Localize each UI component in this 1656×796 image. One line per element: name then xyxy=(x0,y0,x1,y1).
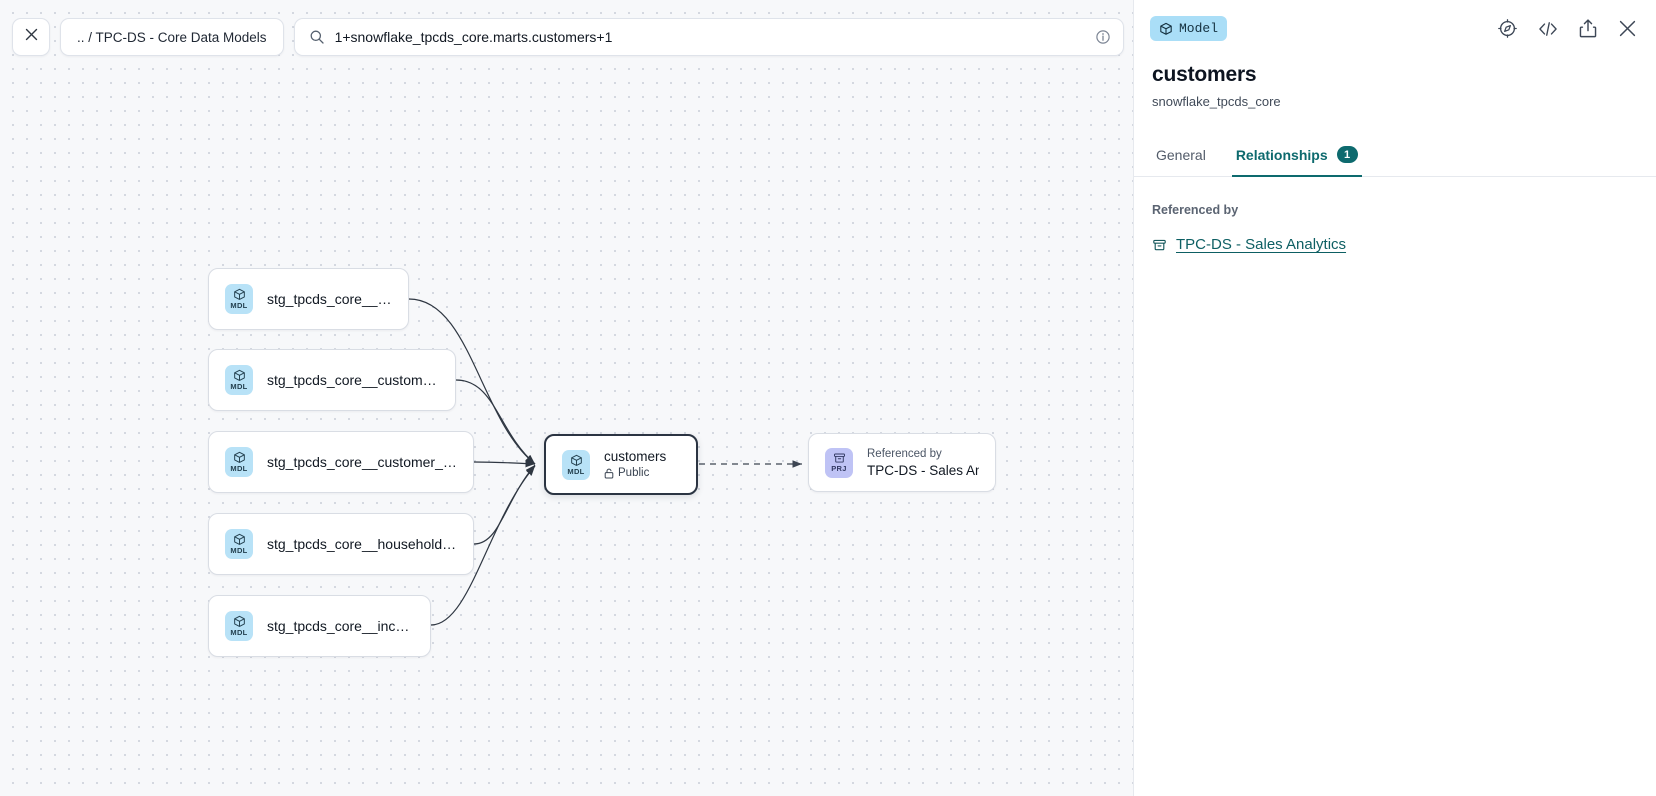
cube-icon xyxy=(233,288,246,301)
close-icon[interactable] xyxy=(1617,18,1638,39)
node-title: stg_tpcds_core__customer xyxy=(267,291,392,307)
tab-relationships[interactable]: Relationships 1 xyxy=(1231,140,1362,177)
graph-node[interactable]: MDL stg_tpcds_core__customer_demogra… xyxy=(208,431,474,493)
lineage-search[interactable] xyxy=(293,18,1124,56)
panel-toolbar: Model xyxy=(1134,0,1656,57)
node-kicker: Referenced by xyxy=(867,447,942,460)
reference-link[interactable]: TPC-DS - Sales Analytics xyxy=(1176,236,1347,253)
list-item[interactable]: TPC-DS - Sales Analytics xyxy=(1152,236,1638,253)
model-badge: MDL xyxy=(225,365,253,395)
node-title: TPC-DS - Sales Analytics xyxy=(867,462,979,478)
node-body: Referenced by TPC-DS - Sales Analytics xyxy=(867,447,979,479)
graph-node[interactable]: MDL stg_tpcds_core__customer xyxy=(208,268,409,330)
graph-node[interactable]: MDL stg_tpcds_core__household_demogr… xyxy=(208,513,474,575)
node-title: stg_tpcds_core__household_demogr… xyxy=(267,536,457,552)
badge-label: MDL xyxy=(567,466,585,476)
cube-icon xyxy=(233,451,246,464)
node-title: customers xyxy=(604,449,667,464)
cube-icon xyxy=(233,615,246,628)
graph-node-selected[interactable]: MDL customers Public xyxy=(544,434,698,495)
page-subtitle: snowflake_tpcds_core xyxy=(1152,94,1281,109)
tab-count-badge: 1 xyxy=(1336,146,1358,163)
model-badge: MDL xyxy=(225,447,253,477)
model-badge: MDL xyxy=(225,529,253,559)
badge-label: MDL xyxy=(230,382,248,391)
node-body: stg_tpcds_core__customer_address xyxy=(267,372,439,388)
badge-label: MDL xyxy=(230,464,248,473)
node-title: stg_tpcds_core__customer_demogra… xyxy=(267,454,457,470)
lineage-canvas[interactable]: .. / TPC-DS - Core Data Models xyxy=(0,0,1133,796)
section-label: Referenced by xyxy=(1152,203,1239,217)
badge-label: MDL xyxy=(230,301,248,310)
explore-icon[interactable] xyxy=(1497,18,1518,39)
badge-label: MDL xyxy=(230,546,248,555)
node-body: stg_tpcds_core__income_band xyxy=(267,618,414,634)
graph-node[interactable]: MDL stg_tpcds_core__customer_address xyxy=(208,349,456,411)
node-body: stg_tpcds_core__customer_demogra… xyxy=(267,454,457,470)
panel-actions xyxy=(1497,18,1638,39)
node-body: customers Public xyxy=(604,448,666,481)
relationships-section: Referenced by TPC-DS - Sales Analytics xyxy=(1134,177,1656,253)
node-body: stg_tpcds_core__household_demogr… xyxy=(267,536,457,552)
tab-general[interactable]: General xyxy=(1152,141,1210,177)
node-title: stg_tpcds_core__income_band xyxy=(267,618,414,634)
details-panel: Model xyxy=(1133,0,1656,796)
badge-label: PRJ xyxy=(831,464,847,473)
cube-icon xyxy=(1159,22,1173,36)
cube-icon xyxy=(570,454,583,467)
close-lineage-button[interactable] xyxy=(12,18,50,56)
tab-label: Relationships xyxy=(1235,146,1328,163)
page-title: customers xyxy=(1152,63,1257,86)
project-icon xyxy=(1152,238,1167,252)
code-icon[interactable] xyxy=(1537,19,1559,39)
asset-type-badge[interactable]: Model xyxy=(1150,16,1228,41)
model-badge: MDL xyxy=(562,449,590,480)
badge-label: MDL xyxy=(230,628,248,637)
info-icon[interactable] xyxy=(1095,29,1111,45)
cube-icon xyxy=(233,369,246,382)
graph-node-project[interactable]: PRJ Referenced by TPC-DS - Sales Analyti… xyxy=(808,433,996,492)
canvas-toolbar: .. / TPC-DS - Core Data Models xyxy=(12,18,1133,56)
visibility-label: Public xyxy=(618,467,650,479)
node-title: stg_tpcds_core__customer_address xyxy=(267,372,439,388)
search-input[interactable] xyxy=(334,29,1085,45)
project-icon xyxy=(833,452,846,464)
project-badge: PRJ xyxy=(825,447,853,478)
cube-icon xyxy=(233,533,246,546)
share-icon[interactable] xyxy=(1578,18,1598,39)
model-badge: MDL xyxy=(225,611,253,641)
search-icon xyxy=(309,29,325,45)
panel-tabs: General Relationships 1 xyxy=(1134,140,1656,177)
breadcrumb[interactable]: .. / TPC-DS - Core Data Models xyxy=(60,18,284,56)
breadcrumb-label: .. / TPC-DS - Core Data Models xyxy=(77,29,267,45)
node-visibility: Public xyxy=(604,466,666,481)
graph-node[interactable]: MDL stg_tpcds_core__income_band xyxy=(208,595,431,657)
asset-type-label: Model xyxy=(1179,21,1219,36)
close-icon xyxy=(23,26,40,48)
model-badge: MDL xyxy=(225,284,253,314)
tab-label: General xyxy=(1156,147,1206,163)
lock-icon xyxy=(604,468,614,479)
lineage-edges xyxy=(408,298,802,626)
panel-header: customers snowflake_tpcds_core xyxy=(1134,57,1656,109)
node-body: stg_tpcds_core__customer xyxy=(267,291,392,307)
